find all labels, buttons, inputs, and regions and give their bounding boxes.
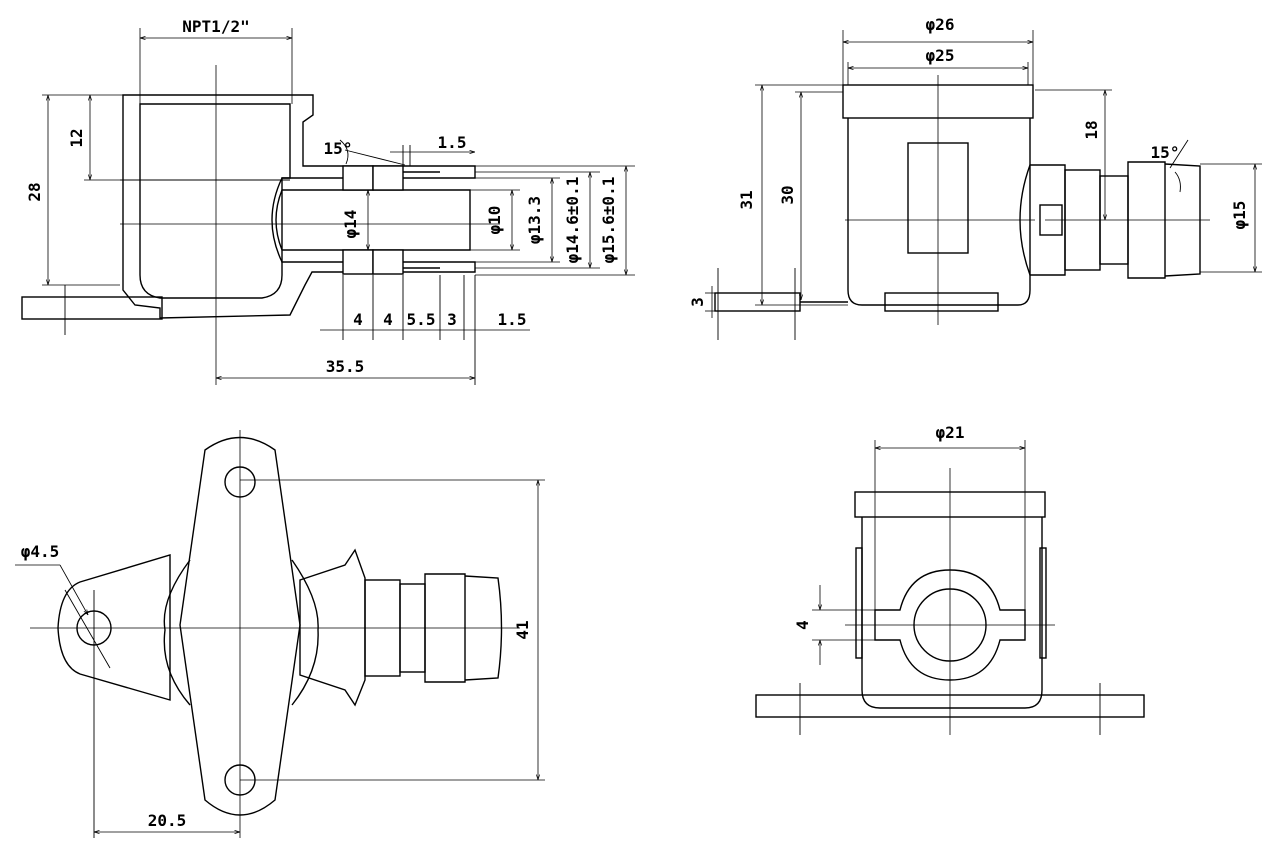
s1-label: 4 — [353, 310, 363, 329]
section-barbs — [342, 165, 440, 275]
inner-label: φ10 — [485, 206, 504, 235]
depth-label: 12 — [67, 128, 86, 147]
top-span-label: 41 — [513, 620, 532, 639]
side-body-label: 30 — [778, 185, 797, 204]
top-offset-label: 20.5 — [148, 811, 187, 830]
top-view: 41 φ4.5 20.5 — [15, 430, 545, 838]
section-cavity — [139, 103, 291, 299]
d2-label: φ14.6±0.1 — [563, 177, 582, 264]
groove-label: 1.5 — [438, 133, 467, 152]
side-barb-label: φ15 — [1230, 201, 1249, 230]
section-view: NPT1/2" 12 28 15° 1.5 φ14 φ10 φ13.3 — [21, 17, 635, 385]
end-diameter-label: φ21 — [936, 423, 965, 442]
length-label: 35.5 — [326, 357, 365, 376]
side-view: φ26 φ25 31 30 18 15° φ15 3 — [688, 15, 1262, 340]
side-angle-label: 15° — [1151, 143, 1180, 162]
thread-label: NPT1/2" — [182, 17, 249, 36]
end-rib-label: 4 — [793, 620, 812, 630]
section-bore — [275, 189, 471, 251]
side-total-label: 31 — [737, 190, 756, 209]
s2-label: 4 — [383, 310, 393, 329]
height-label: 28 — [25, 182, 44, 201]
section-body-hatch — [122, 94, 476, 319]
side-outer-label: φ26 — [926, 15, 955, 34]
bore-label: φ14 — [341, 210, 360, 239]
side-inner-label: φ25 — [926, 46, 955, 65]
s3-label: 5.5 — [407, 310, 436, 329]
end-view: φ21 4 — [755, 423, 1145, 735]
side-offset-label: 18 — [1082, 120, 1101, 139]
angle-label: 15° — [324, 139, 353, 158]
top-hole-label: φ4.5 — [21, 542, 60, 561]
d1-label: φ13.3 — [525, 196, 544, 244]
d3-label: φ15.6±0.1 — [599, 177, 618, 264]
side-flange-label: 3 — [688, 297, 707, 307]
s5-label: 1.5 — [498, 310, 527, 329]
section-flange — [21, 296, 163, 320]
s4-label: 3 — [447, 310, 457, 329]
